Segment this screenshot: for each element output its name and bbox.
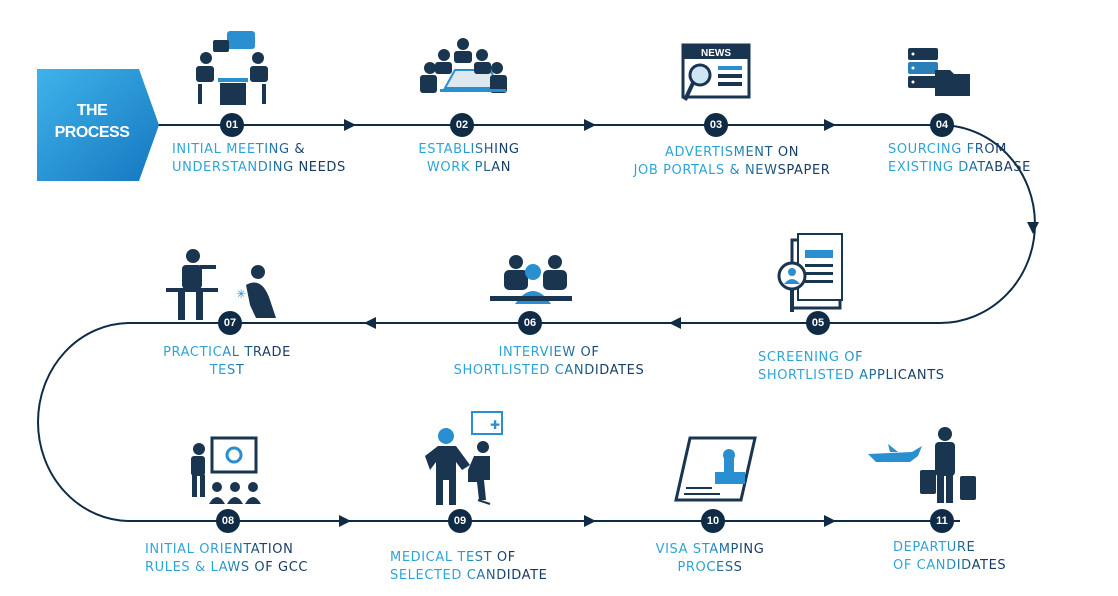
interview-panel-icon (490, 255, 572, 304)
flow-arrows (339, 119, 1039, 527)
step-number-badge: 03 (704, 113, 728, 137)
arrow-down-icon (1027, 222, 1039, 234)
process-title: THE PROCESS (54, 102, 130, 141)
step-number-badge: 06 (518, 311, 542, 335)
arrow-right-icon (339, 515, 351, 527)
meeting-icon (196, 31, 268, 105)
arrow-right-icon (584, 119, 596, 131)
news-masthead: NEWS (701, 48, 731, 59)
arrow-right-icon (344, 119, 356, 131)
presentation-icon (191, 436, 261, 504)
newspaper-icon: NEWS (681, 43, 751, 101)
step-number-badge: 04 (930, 113, 954, 137)
step-number-badge: 08 (216, 509, 240, 533)
conference-table-icon (420, 38, 507, 93)
svg-text:✚: ✚ (490, 418, 500, 432)
traveler-airplane-icon (868, 427, 976, 503)
arrow-right-icon (824, 515, 836, 527)
arrow-right-icon (824, 119, 836, 131)
step-number-badge: 01 (220, 113, 244, 137)
step-label-01: INITIAL MEETING &UNDERSTANDING NEEDS (172, 142, 346, 175)
step-number-badge: 10 (701, 509, 725, 533)
step-number-badge: 07 (218, 311, 242, 335)
resume-search-icon (777, 233, 843, 312)
arrow-left-icon (669, 317, 681, 329)
svg-text:✳: ✳ (236, 287, 246, 301)
visa-stamp-icon (674, 436, 757, 502)
title-banner (37, 69, 159, 181)
database-folder-icon (908, 48, 970, 96)
arrow-right-icon (584, 515, 596, 527)
doctor-patient-icon: ✚ (425, 411, 503, 505)
step-number-badge: 09 (448, 509, 472, 533)
step-number-badge: 05 (806, 311, 830, 335)
trade-workers-icon: ✳ (166, 249, 276, 320)
step-number-badge: 11 (930, 509, 954, 533)
step-number-badge: 02 (450, 113, 474, 137)
arrow-left-icon (364, 317, 376, 329)
